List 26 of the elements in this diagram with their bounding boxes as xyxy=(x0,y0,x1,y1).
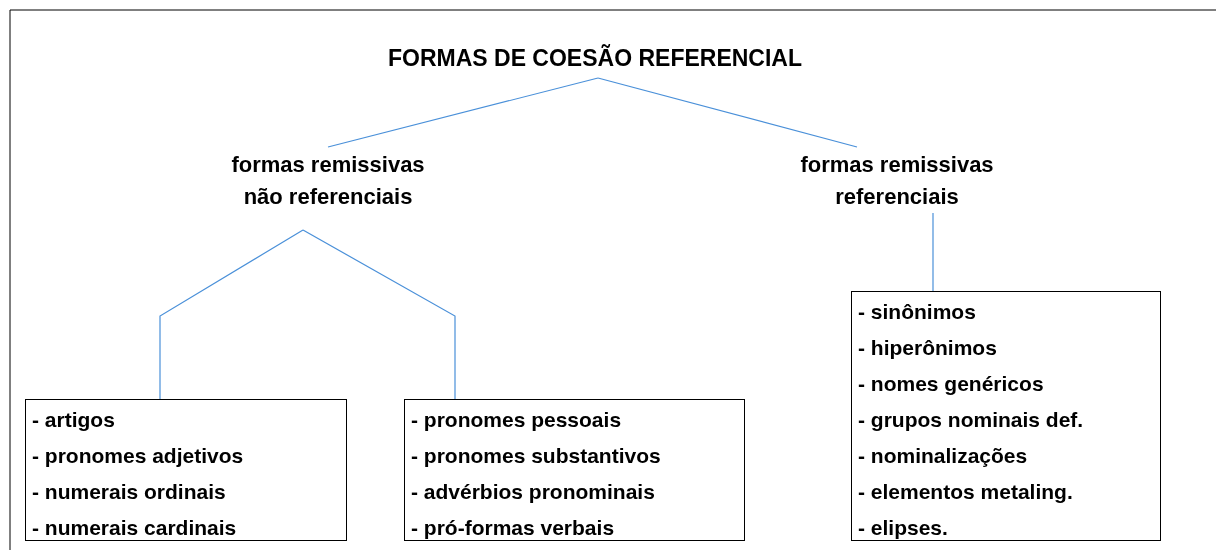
list-item: - artigos xyxy=(32,407,115,433)
list-box xyxy=(25,399,347,541)
list-item: - numerais ordinais xyxy=(32,479,226,505)
list-item: - grupos nominais def. xyxy=(858,407,1084,433)
root-heading: FORMAS DE COESÃO REFERENCIAL xyxy=(388,43,802,74)
list-box xyxy=(404,399,745,541)
list-item: - nominalizações xyxy=(858,443,1028,469)
list-item: - hiperônimos xyxy=(858,335,997,361)
list-item: - numerais cardinais xyxy=(32,515,237,541)
list-item: - pronomes pessoais xyxy=(411,407,622,433)
connector-line xyxy=(327,77,599,148)
list-item: - elipses. xyxy=(858,515,948,541)
list-item: - nomes genéricos xyxy=(858,371,1044,397)
connector-line xyxy=(932,212,934,292)
list-box xyxy=(851,291,1161,541)
connector-line xyxy=(302,229,456,400)
category-heading: formas remissivas referenciais xyxy=(799,151,995,211)
connector-line xyxy=(159,229,304,400)
connector-line xyxy=(597,77,858,148)
list-item: - elementos metaling. xyxy=(858,479,1073,505)
list-item: - pronomes substantivos xyxy=(411,443,661,469)
list-item: - sinônimos xyxy=(858,299,976,325)
list-item: - pronomes adjetivos xyxy=(32,443,244,469)
list-item: - advérbios pronominais xyxy=(411,479,655,505)
category-heading: formas remissivas não referenciais xyxy=(230,151,426,211)
list-item: - pró-formas verbais xyxy=(411,515,615,541)
